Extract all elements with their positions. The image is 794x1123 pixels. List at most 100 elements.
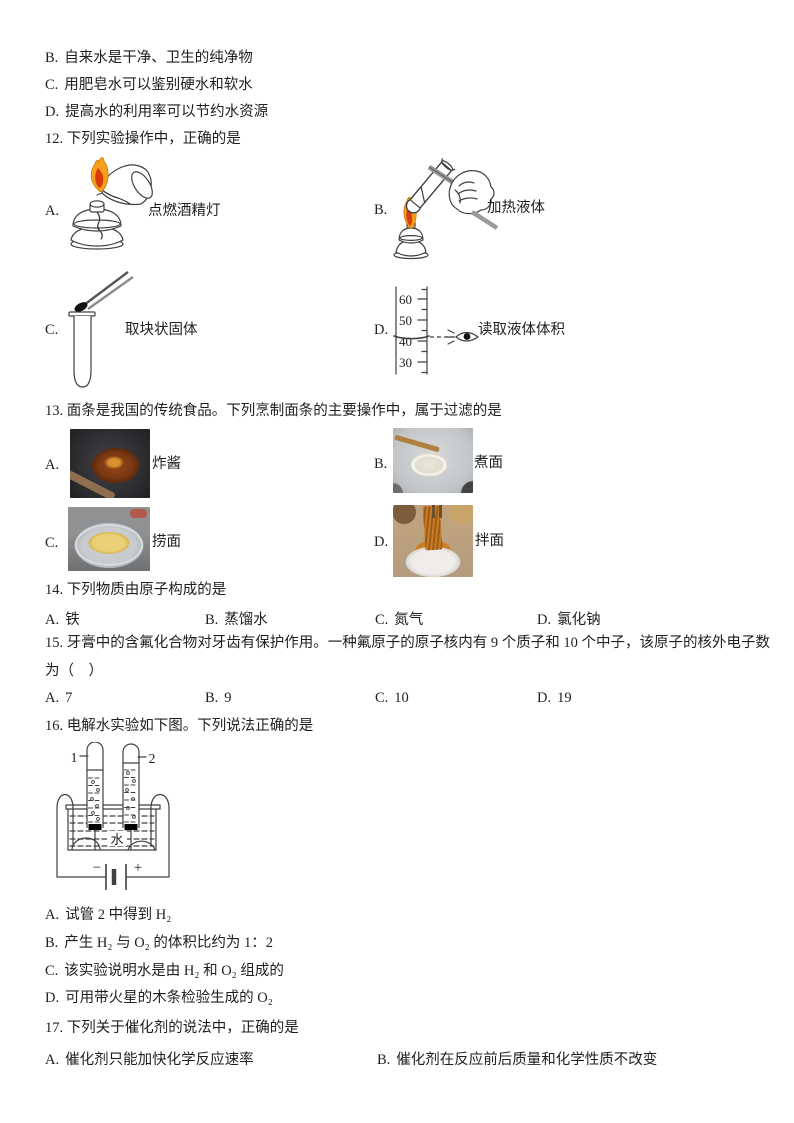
option-text: 试管 2 中得到 H₂ xyxy=(65,907,172,923)
q13-option-c-caption: 捞面 xyxy=(152,534,181,550)
flame-icon xyxy=(90,157,109,192)
option-label: A. xyxy=(45,907,60,923)
battery-minus-label: − xyxy=(93,860,101,876)
tilted-alcohol-lamp xyxy=(95,164,153,206)
option-text: 产生 H₂ 与 O₂ 的体积比约为 1：2 xyxy=(64,935,273,951)
option-text: 该实验说明水是由 H₂ 和 O₂ 组成的 xyxy=(64,963,284,979)
water-label-backdrop xyxy=(107,831,127,846)
q15-option-b: B. 9 xyxy=(205,690,232,706)
option-text: 可用带火星的木条检验生成的 O₂ xyxy=(65,990,273,1006)
photo-straining-noodles xyxy=(68,507,150,571)
q15-option-d: D. 19 xyxy=(537,690,572,706)
q14-stem: 14. 下列物质由原子构成的是 xyxy=(45,582,227,598)
graduated-cylinder: 60 50 40 30 xyxy=(393,286,430,375)
q15-stem-line2: 为（ ） xyxy=(45,663,103,679)
q14-option-a: A. 铁 xyxy=(45,612,80,628)
battery-symbol xyxy=(105,864,127,890)
q12-option-a-caption: 点燃酒精灯 xyxy=(148,203,221,219)
q11-option-d: D. 提高水的利用率可以节约水资源 xyxy=(45,104,268,120)
q12-option-a-label: A. xyxy=(45,203,60,219)
test-tube-1 xyxy=(86,742,104,828)
q14-option-c: C. 氮气 xyxy=(375,612,423,628)
option-text: 9 xyxy=(224,690,232,706)
lighting-alcohol-lamp-figure xyxy=(70,157,153,250)
option-label: B. xyxy=(205,690,219,706)
tube1-label: 1 xyxy=(71,751,78,766)
tick-label-60: 60 xyxy=(399,292,412,307)
q17-option-a: A. 催化剂只能加快化学反应速率 xyxy=(45,1052,254,1068)
option-label: D. xyxy=(537,690,552,706)
q12-option-c-label: C. xyxy=(45,322,59,338)
option-text: 19 xyxy=(557,690,572,706)
option-text: 蒸馏水 xyxy=(224,612,268,628)
q15-stem-line1: 15. 牙膏中的含氟化合物对牙齿有保护作用。一种氟原子的原子核内有 9 个质子和… xyxy=(45,635,770,651)
option-label: C. xyxy=(375,690,389,706)
option-label: B. xyxy=(205,612,219,628)
tick-label-40: 40 xyxy=(399,334,412,349)
q17-option-b: B.催化剂在反应前后质量和化学性质不改变 xyxy=(377,1052,657,1068)
option-text: 用肥皂水可以鉴别硬水和软水 xyxy=(64,77,253,93)
option-label: D. xyxy=(45,104,60,120)
q12-option-b-caption: 加热液体 xyxy=(487,200,545,216)
q13-option-a-label: A. xyxy=(45,457,60,473)
q12-option-c-caption: 取块状固体 xyxy=(125,322,198,338)
wires xyxy=(56,793,170,878)
tick-label-50: 50 xyxy=(399,313,412,328)
option-label: D. xyxy=(45,990,60,1006)
q14-option-b: B. 蒸馏水 xyxy=(205,612,268,628)
test-tube-2 xyxy=(122,743,140,828)
q13-option-b-caption: 煮面 xyxy=(474,455,503,471)
q13-option-d-label: D. xyxy=(374,534,389,550)
option-text: 催化剂在反应前后质量和化学性质不改变 xyxy=(396,1052,658,1068)
option-text: 自来水是干净、卫生的纯净物 xyxy=(64,50,253,66)
water-electrolysis-diagram: 水 1 2 − + xyxy=(56,742,170,890)
option-text: 氮气 xyxy=(394,612,424,628)
q15-option-c: C.10 xyxy=(375,690,409,706)
tick-label-30: 30 xyxy=(399,355,412,370)
option-label: A. xyxy=(45,1052,60,1068)
q13-option-b-label: B. xyxy=(374,456,388,472)
tweezers xyxy=(74,271,134,312)
option-label: B. xyxy=(45,935,59,951)
tube2-label: 2 xyxy=(149,752,156,767)
battery-plus-label: + xyxy=(134,860,142,876)
q13-option-c-label: C. xyxy=(45,535,59,551)
holder-handle xyxy=(470,210,499,230)
q11-option-c: C. 用肥皂水可以鉴别硬水和软水 xyxy=(45,77,253,93)
q14-option-d: D.氯化钠 xyxy=(537,612,601,628)
photo-mixing-noodles xyxy=(393,505,473,577)
q13-option-d-caption: 拌面 xyxy=(475,533,504,549)
option-text: 氯化钠 xyxy=(557,612,601,628)
taking-solid-figure xyxy=(68,271,134,388)
option-label: C. xyxy=(45,77,59,93)
test-tube xyxy=(68,311,96,388)
q16-option-d: D. 可用带火星的木条检验生成的 O₂ xyxy=(45,990,273,1006)
option-label: C. xyxy=(375,612,389,628)
q17-stem: 17. 下列关于催化剂的说法中，正确的是 xyxy=(45,1020,299,1036)
q12-option-d-caption: 读取液体体积 xyxy=(478,322,565,338)
option-text: 提高水的利用率可以节约水资源 xyxy=(65,104,269,120)
upright-alcohol-lamp xyxy=(70,200,124,250)
q11-option-b: B. 自来水是干净、卫生的纯净物 xyxy=(45,50,253,66)
electrodes xyxy=(88,824,138,851)
option-text: 铁 xyxy=(65,612,80,628)
q16-option-c: C.该实验说明水是由 H₂ 和 O₂ 组成的 xyxy=(45,963,284,979)
option-text: 催化剂只能加快化学反应速率 xyxy=(65,1052,254,1068)
tube-holder-plank xyxy=(65,804,161,810)
option-label: A. xyxy=(45,690,60,706)
q12-stem: 12. 下列实验操作中，正确的是 xyxy=(45,131,241,147)
q16-option-b: B. 产生 H₂ 与 O₂ 的体积比约为 1：2 xyxy=(45,935,273,951)
water-label: 水 xyxy=(110,832,123,847)
reading-volume-figure: 60 50 40 30 xyxy=(393,286,480,375)
eye-icon xyxy=(445,329,480,345)
option-text: 7 xyxy=(65,690,73,706)
q16-option-a: A. 试管 2 中得到 H₂ xyxy=(45,907,171,923)
option-label: B. xyxy=(45,50,59,66)
option-label: A. xyxy=(45,612,60,628)
hand xyxy=(448,170,495,215)
photo-boiling-noodles xyxy=(393,428,473,493)
photo-frying-sauce xyxy=(70,429,150,498)
heating-liquid-figure xyxy=(393,158,499,260)
q12-option-d-label: D. xyxy=(374,322,389,338)
